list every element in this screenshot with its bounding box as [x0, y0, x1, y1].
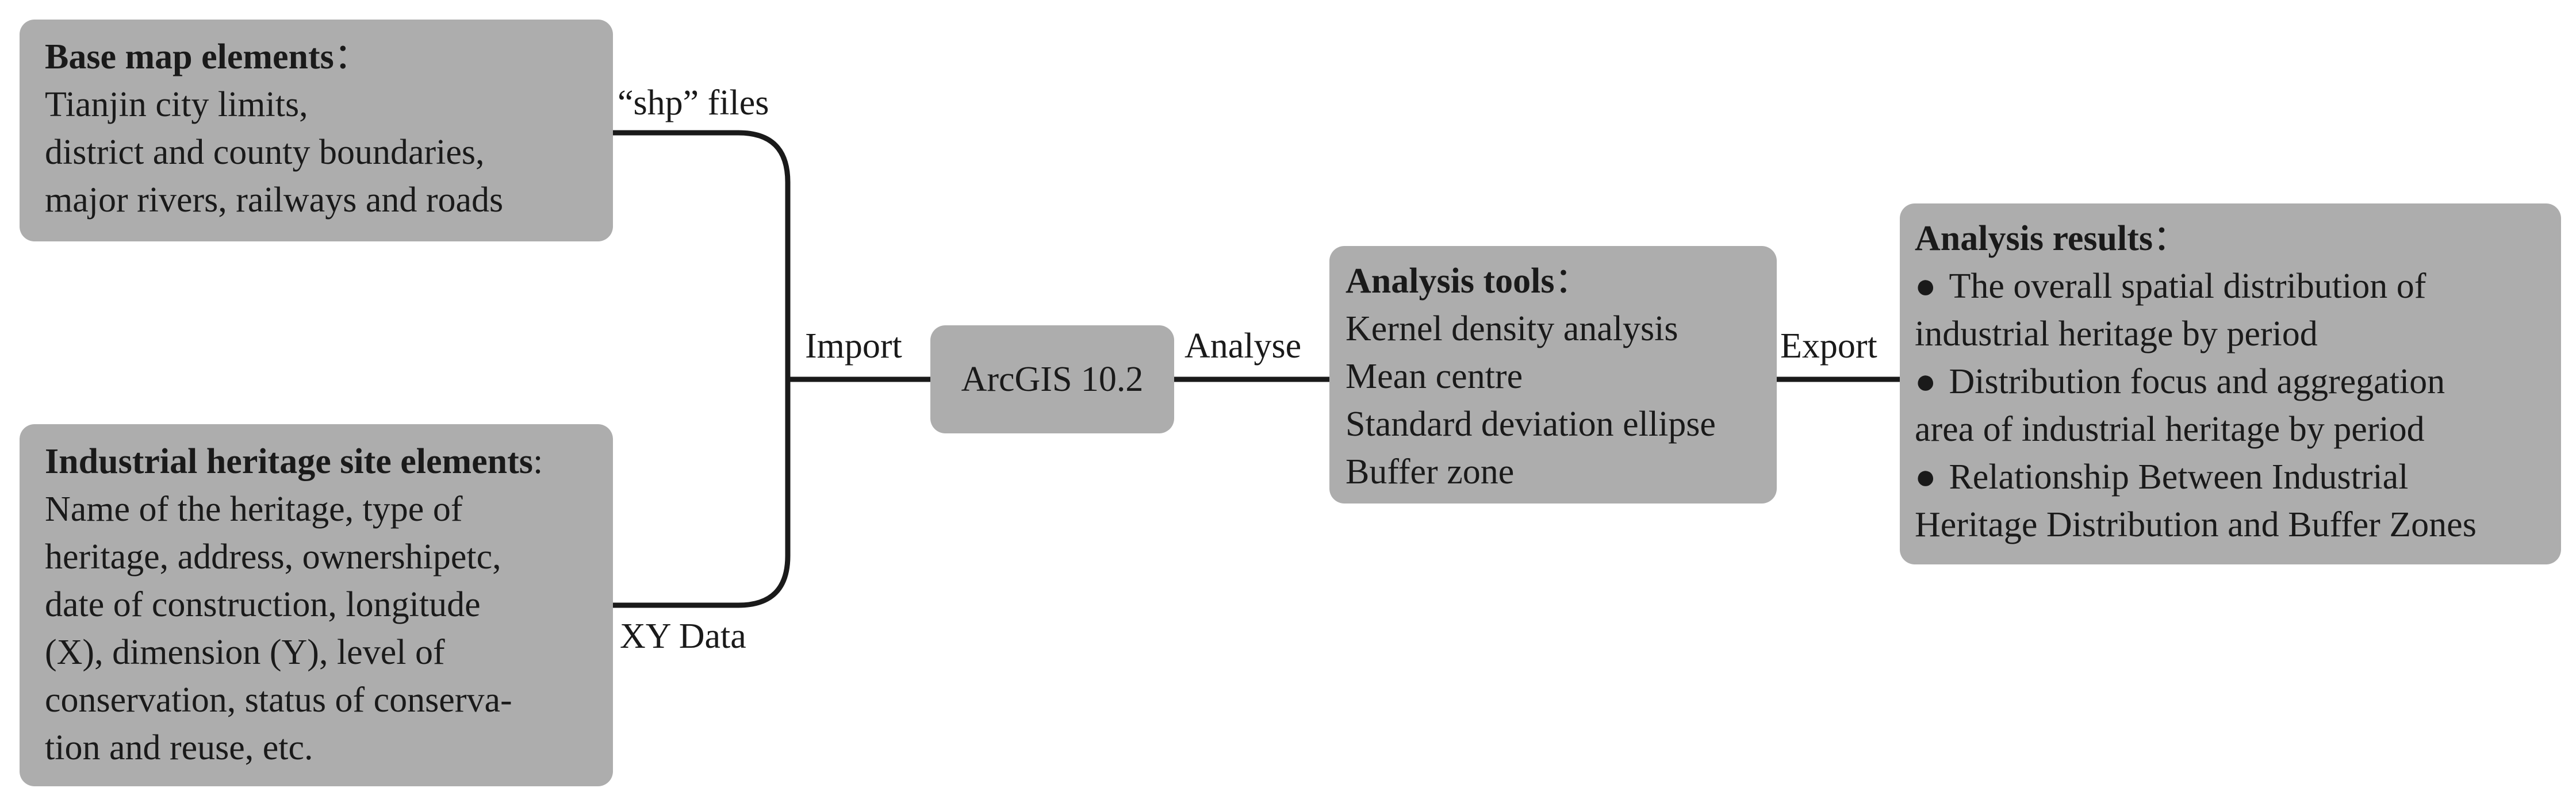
xy-data-label: XY Data	[620, 616, 746, 656]
import-label: Import	[805, 326, 902, 366]
analyse-label: Analyse	[1184, 326, 1302, 366]
analysis-results-box: Analysis results： The overall spatial di…	[1900, 203, 2561, 564]
industrial-heritage-line-4: (X), dimension (Y), level of	[45, 633, 445, 672]
base-map-title: Base map elements	[45, 37, 334, 76]
connector-xy-to-import	[613, 379, 791, 608]
analysis-tools-box: Analysis tools： Kernel density analysis …	[1329, 246, 1777, 503]
analysis-tool-mean-centre: Mean centre	[1346, 357, 1523, 396]
analysis-results-title-colon: ：	[2153, 219, 2189, 258]
industrial-heritage-title: Industrial heritage site elements	[45, 442, 533, 481]
analysis-result-3-line-2: Heritage Distribution and Buffer Zones	[1915, 505, 2477, 544]
export-label: Export	[1780, 326, 1877, 366]
base-map-elements-box: Base map elements： Tianjin city limits, …	[20, 20, 613, 241]
industrial-heritage-title-colon: :	[532, 442, 543, 481]
base-map-line-1: Tianjin city limits,	[45, 85, 308, 124]
industrial-heritage-line-5: conservation, status of conserva-	[45, 681, 512, 720]
base-map-line-3: major rivers, railways and roads	[45, 180, 504, 220]
analysis-result-3-line-1: Relationship Between Industrial	[1915, 453, 2561, 501]
industrial-heritage-line-3: date of construction, longitude	[45, 585, 481, 624]
base-map-line-2: district and county boundaries,	[45, 133, 485, 172]
shp-files-label: “shp” files	[618, 83, 769, 123]
analysis-tools-title: Analysis tools	[1346, 262, 1555, 301]
connector-shp-to-import	[613, 130, 791, 379]
analysis-tools-title-colon: ：	[1554, 262, 1590, 301]
arcgis-box: ArcGIS 10.2	[930, 325, 1174, 433]
industrial-heritage-line-1: Name of the heritage, type of	[45, 490, 463, 529]
analysis-result-1-line-1: The overall spatial distribution of	[1915, 263, 2561, 310]
base-map-title-colon: ：	[334, 37, 370, 76]
analysis-tool-kernel-density: Kernel density analysis	[1346, 309, 1678, 348]
analysis-result-2-line-1: Distribution focus and aggregation	[1915, 358, 2561, 406]
industrial-heritage-line-2: heritage, address, ownershipetc,	[45, 537, 501, 576]
industrial-heritage-line-6: tion and reuse, etc.	[45, 728, 313, 767]
analysis-results-title: Analysis results	[1915, 219, 2153, 258]
analysis-tool-std-ellipse: Standard deviation ellipse	[1346, 405, 1716, 444]
arcgis-label: ArcGIS 10.2	[961, 359, 1144, 399]
analysis-result-2-line-2: area of industrial heritage by period	[1915, 410, 2425, 449]
analysis-tool-buffer-zone: Buffer zone	[1346, 452, 1515, 491]
analysis-result-1-line-2: industrial heritage by period	[1915, 314, 2318, 353]
industrial-heritage-box: Industrial heritage site elements: Name …	[20, 424, 613, 786]
